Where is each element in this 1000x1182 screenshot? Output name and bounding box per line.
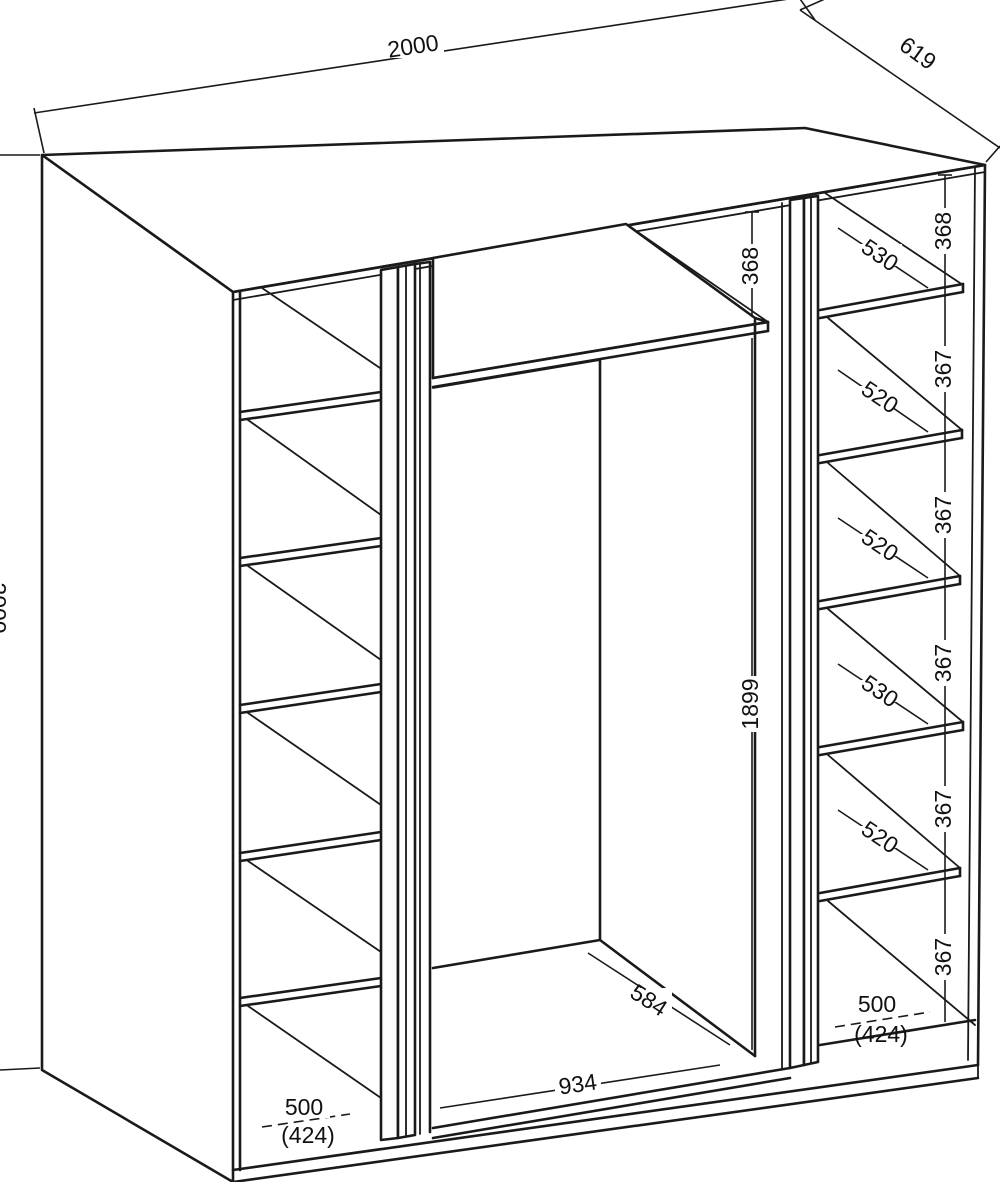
right-shelf-height-6: 367: [930, 938, 956, 976]
right-shelf-depth-4: 530: [857, 669, 903, 712]
left-opening-inner-label: (424): [281, 1122, 335, 1148]
middle-width-label: 934: [557, 1068, 599, 1099]
middle-top-shelf-height: 368: [737, 247, 763, 285]
height-dimension: 2000: [0, 154, 41, 1071]
height-label: 2000: [0, 582, 11, 633]
middle-column: 368 1899 584 934: [431, 194, 820, 1140]
left-shelves: [238, 390, 383, 1099]
right-shelf-height-3: 367: [930, 496, 956, 534]
middle-depth-label: 584: [626, 979, 673, 1022]
width-dimension: 2000: [33, 0, 816, 154]
left-column: 500 (424): [238, 260, 432, 1148]
right-divider: [788, 196, 806, 1070]
right-opening-label: 500: [858, 991, 896, 1017]
right-shelf-height-4: 367: [930, 644, 956, 682]
right-shelf-height-2: 367: [930, 350, 956, 388]
wardrobe-carcass: [40, 126, 987, 1182]
right-shelf-depth-5: 520: [857, 815, 903, 858]
middle-hanging-height: 1899: [737, 678, 763, 729]
left-opening-label: 500: [285, 1094, 323, 1120]
right-shelf-height-1: 368: [930, 212, 956, 250]
right-shelf-depth-3: 520: [857, 523, 903, 566]
right-shelf-depth-2: 520: [857, 375, 903, 418]
left-side-panel: [40, 153, 235, 1182]
right-shelves: [818, 282, 977, 1047]
depth-label: 619: [895, 31, 941, 75]
right-column: 368 367 367 367 367 367 530 520 520 530 …: [818, 174, 977, 1047]
right-shelf-height-5: 367: [930, 790, 956, 828]
left-divider: [379, 265, 400, 1142]
right-opening-inner-label: (424): [854, 1021, 908, 1047]
